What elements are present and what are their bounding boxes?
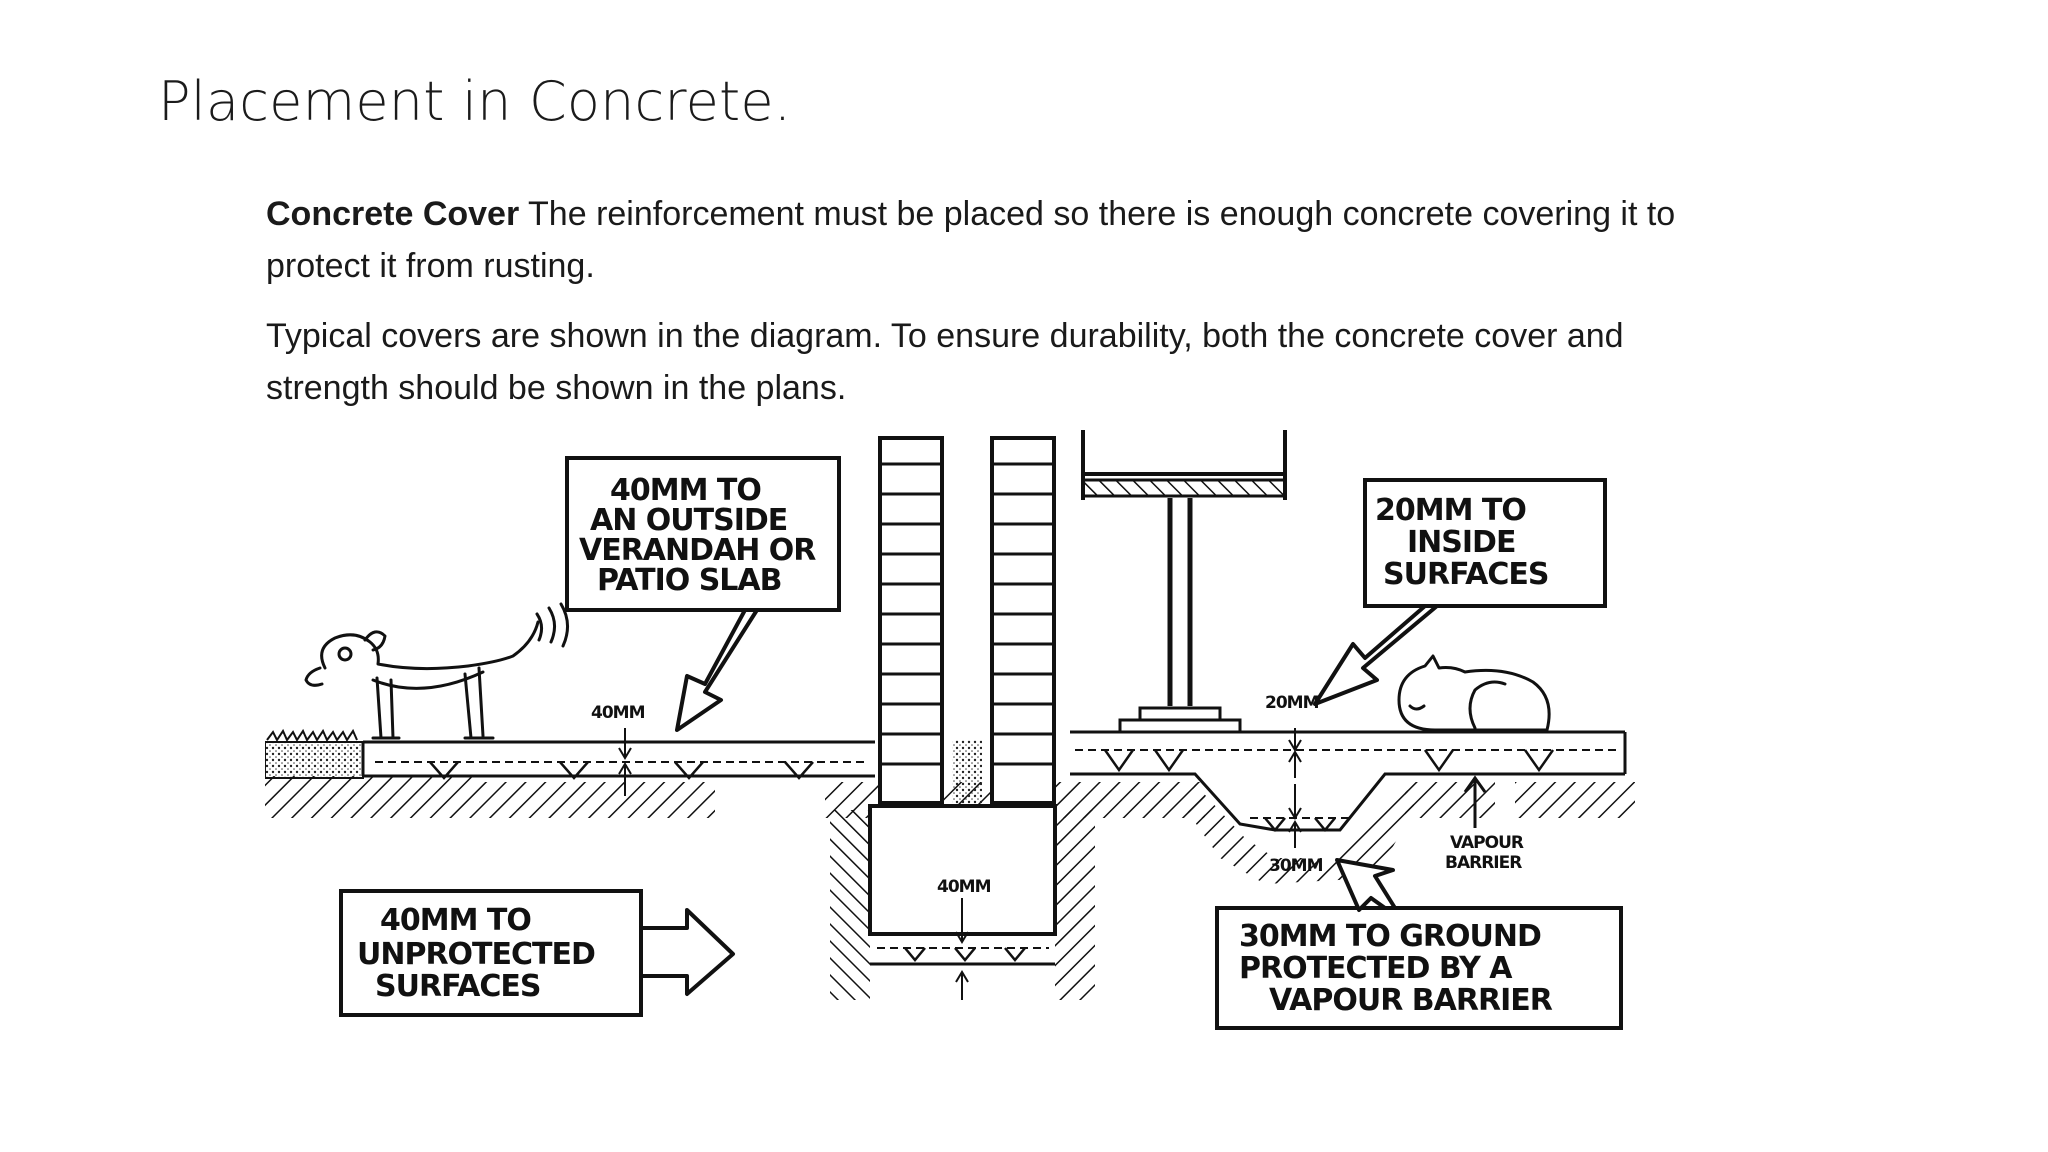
- callout-unprotected-line-2: UNPROTECTED: [357, 937, 595, 972]
- cavity-brick-wall: [878, 436, 1056, 805]
- callout-unprotected-line-1: 40MM TO: [380, 903, 531, 938]
- callout-unprotected-line-3: SURFACES: [375, 969, 540, 1004]
- verandah-slab: [361, 740, 875, 780]
- vapour-barrier-arrow: [1463, 775, 1487, 828]
- dimension-slab-left: [618, 728, 632, 796]
- concrete-cover-text: The reinforcement must be placed so ther…: [266, 195, 1676, 285]
- strip-footing: [868, 804, 1057, 1000]
- timber-post: [1081, 430, 1287, 734]
- callout-inside: 20MM TO INSIDE SURFACES: [1313, 478, 1607, 706]
- dim-40mm-slab-label: 40MM: [591, 703, 645, 723]
- slide-title: Placement in Concrete.: [158, 70, 792, 133]
- callout-verandah: 40MM TO AN OUTSIDE VERANDAH OR PATIO SLA…: [565, 456, 841, 732]
- callout-ground-line-3: VAPOUR BARRIER: [1269, 983, 1553, 1018]
- dim-40mm-footing-label: 40MM: [937, 877, 991, 897]
- callout-ground: 30MM TO GROUND PROTECTED BY A VAPOUR BAR…: [1215, 858, 1623, 1030]
- callout-inside-line-2: INSIDE: [1407, 525, 1515, 560]
- callout-verandah-line-4: PATIO SLAB: [597, 563, 782, 598]
- cat-illustration: [1397, 654, 1551, 732]
- vapour-barrier-label-1: VAPOUR: [1450, 833, 1524, 853]
- dim-20mm-label: 20MM: [1265, 693, 1319, 713]
- dim-30mm-label: 30MM: [1269, 856, 1323, 876]
- dimension-slab-right: [1288, 728, 1302, 848]
- callout-ground-line-1: 30MM TO GROUND: [1239, 919, 1541, 954]
- floor-slab: [1070, 730, 1627, 832]
- callout-verandah-line-3: VERANDAH OR: [579, 533, 816, 568]
- callout-verandah-line-1: 40MM TO: [610, 473, 761, 508]
- cavity-fill: [952, 740, 982, 804]
- dog-illustration: [304, 602, 569, 740]
- vapour-barrier-label-2: BARRIER: [1445, 853, 1522, 873]
- concrete-cover-diagram: 40MM 40MM: [265, 430, 1635, 1030]
- gravel-strip: [265, 741, 364, 779]
- callout-inside-line-1: 20MM TO: [1375, 493, 1526, 528]
- callout-inside-line-3: SURFACES: [1383, 557, 1548, 592]
- callout-unprotected: 40MM TO UNPROTECTED SURFACES: [339, 889, 735, 1017]
- callout-ground-line-2: PROTECTED BY A: [1239, 951, 1513, 986]
- grass-edge: [266, 728, 358, 742]
- callout-verandah-line-2: AN OUTSIDE: [590, 503, 787, 538]
- concrete-cover-heading: Concrete Cover: [266, 195, 520, 233]
- typical-covers-paragraph: Typical covers are shown in the diagram.…: [266, 317, 1624, 407]
- concrete-cover-paragraph: Concrete Cover The reinforcement must be…: [266, 188, 1726, 292]
